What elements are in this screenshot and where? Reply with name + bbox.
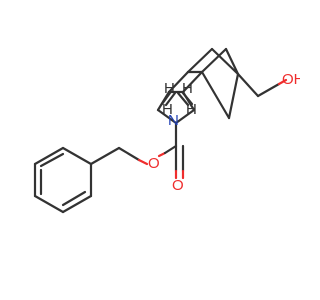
- cyclobutane-right: [181, 70, 204, 94]
- hydroxymethyl-bond-2: [256, 82, 281, 98]
- benzene-bond-4: [61, 194, 93, 214]
- cyclobutane-top-left: [167, 70, 190, 94]
- benzene-ring: [33, 146, 93, 214]
- ether-o-bond-left-colored: [137, 158, 149, 166]
- hydroxymethyl-bond-1: [236, 72, 260, 98]
- lower-right-ring-2: [227, 72, 240, 120]
- molecule-diagram: OH N O O H H H H: [33, 47, 300, 214]
- stereo-h-label-4: H: [186, 101, 197, 118]
- hydroxymethyl-group: [236, 72, 288, 98]
- hash-left-2: [164, 91, 177, 107]
- hydroxyl-label: OH: [282, 71, 300, 88]
- hash-left-1: [160, 91, 172, 106]
- benzene-bond-5: [33, 194, 65, 214]
- stereo-h-label-1: H: [164, 80, 175, 97]
- hash-right-1: [181, 91, 194, 106]
- n-right-bond: [174, 108, 196, 125]
- ch2-to-ether-o-bond: [117, 146, 141, 162]
- n-left-bond: [156, 108, 178, 125]
- carbonyl-oxygen-label: O: [172, 177, 184, 194]
- molecule-structure: OH N O O H H H H: [33, 47, 300, 214]
- upper-ring-left: [186, 47, 214, 74]
- upper-ring-top: [210, 47, 240, 76]
- hydroxymethyl-o-colored: [277, 78, 288, 86]
- ether-o-to-carbonyl-bond: [163, 144, 178, 155]
- benzene-inner-double-1: [39, 152, 65, 168]
- benzene-inner-double-2: [61, 190, 87, 207]
- upper-ring-right: [200, 47, 228, 74]
- stereo-h-label-2: H: [182, 80, 193, 97]
- ether-oxygen-label: O: [148, 155, 160, 172]
- stereo-hashes: [160, 91, 194, 107]
- benzene-bond-1: [33, 146, 65, 166]
- stereo-h-label-3: H: [162, 101, 173, 118]
- ester-chain: [89, 121, 185, 180]
- nitrogen-label: N: [168, 112, 179, 129]
- upper-ring-side: [224, 47, 240, 76]
- hash-right-2: [176, 91, 190, 107]
- benzyl-bond: [89, 146, 121, 166]
- lower-right-ring-1: [200, 70, 231, 120]
- ether-o-bond-right-colored: [157, 151, 167, 158]
- benzene-bond-2: [61, 146, 93, 166]
